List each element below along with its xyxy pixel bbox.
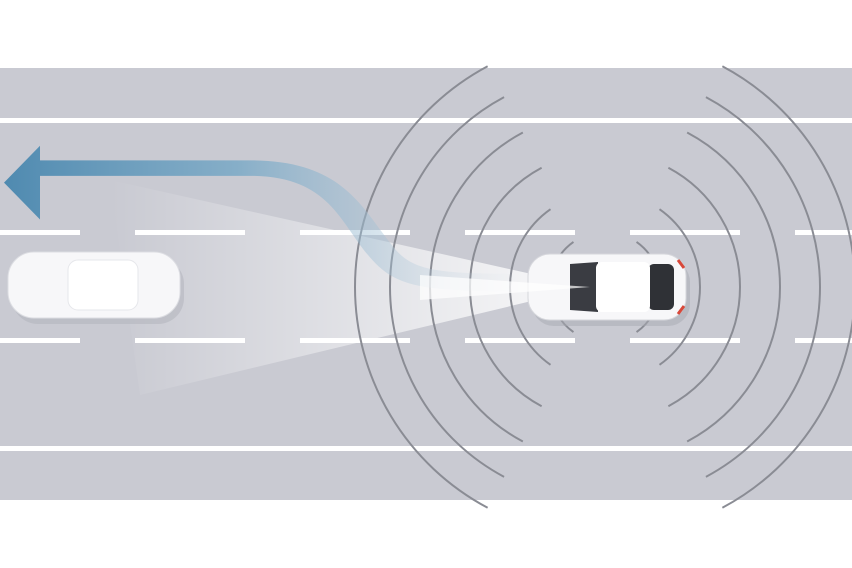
lane-dash (795, 338, 852, 343)
ego-car-icon (527, 253, 690, 326)
lane-dash (630, 230, 740, 235)
sensor-wave-arc (705, 96, 821, 478)
lane-dash (465, 338, 575, 343)
lane-dash (630, 338, 740, 343)
lane-change-arrow-icon (4, 145, 520, 292)
lane-dash (0, 338, 80, 343)
sensor-wave-arc (389, 96, 505, 478)
lane-line-solid-bottom (0, 446, 852, 451)
lead-car-icon (7, 251, 184, 324)
sensor-beam-core (420, 275, 590, 300)
lane-dash (465, 230, 575, 235)
sensor-wave-arc (354, 65, 489, 509)
sensor-wave-arc (658, 208, 701, 366)
sensor-wave-arc (686, 131, 781, 443)
lane-dash (795, 230, 852, 235)
lane-dash (0, 230, 80, 235)
sensor-beam (110, 180, 590, 395)
lane-line-solid-top (0, 118, 852, 123)
sensor-wave-arc (667, 166, 741, 408)
sensor-wave-arc (721, 65, 852, 509)
